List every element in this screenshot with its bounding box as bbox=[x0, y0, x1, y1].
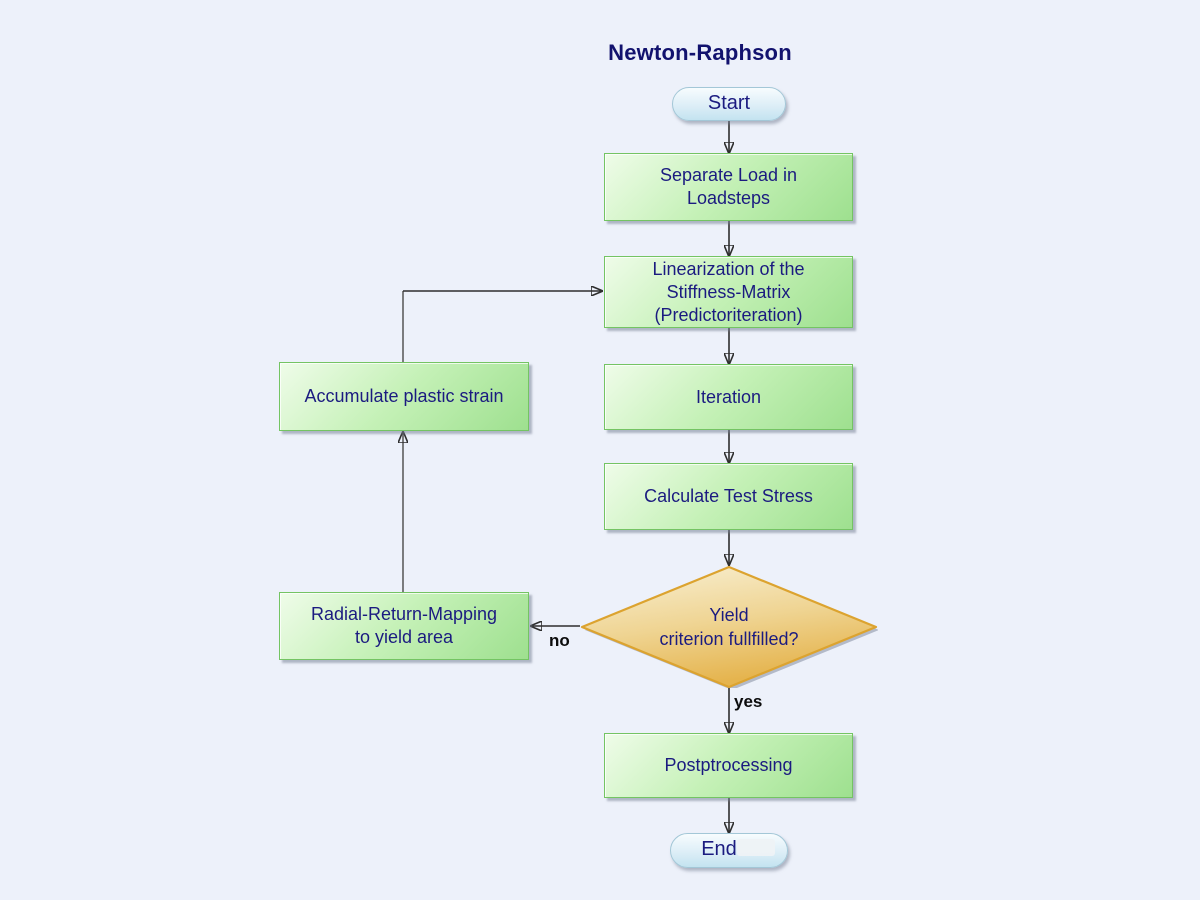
node-radial-return-mapping-label: Radial-Return-Mapping to yield area bbox=[310, 604, 498, 647]
node-yield-decision-label: Yield criterion fullfilled? bbox=[659, 604, 799, 649]
node-start: Start bbox=[672, 87, 786, 121]
node-iteration: Iteration bbox=[604, 364, 853, 430]
node-separate-load-label: Separate Load in Loadsteps bbox=[659, 165, 798, 208]
node-separate-load: Separate Load in Loadsteps bbox=[604, 153, 853, 221]
node-linearization: Linearization of the Stiffness-Matrix (P… bbox=[604, 256, 853, 328]
node-postprocessing: Postptrocessing bbox=[604, 733, 853, 798]
node-accumulate-plastic-strain: Accumulate plastic strain bbox=[279, 362, 529, 431]
edge-label-no: no bbox=[549, 631, 570, 650]
node-linearization-label: Linearization of the Stiffness-Matrix (P… bbox=[652, 258, 805, 325]
node-radial-return-mapping: Radial-Return-Mapping to yield area bbox=[279, 592, 529, 660]
node-accumulate-plastic-strain-label: Accumulate plastic strain bbox=[304, 386, 504, 406]
edge-label-yes: yes bbox=[734, 692, 763, 711]
node-yield-decision: Yield criterion fullfilled? bbox=[580, 565, 878, 688]
node-end-label: End bbox=[701, 838, 737, 860]
diagram-title: Newton-Raphson bbox=[608, 40, 792, 65]
node-iteration-label: Iteration bbox=[695, 386, 762, 407]
node-postprocessing-label: Postptrocessing bbox=[664, 755, 793, 775]
node-calculate-test-stress: Calculate Test Stress bbox=[604, 463, 853, 530]
node-start-label: Start bbox=[707, 91, 751, 114]
decision-diamond-shape bbox=[580, 565, 878, 688]
end-pill-render-artifact bbox=[737, 839, 775, 856]
node-calculate-test-stress-label: Calculate Test Stress bbox=[644, 486, 813, 506]
